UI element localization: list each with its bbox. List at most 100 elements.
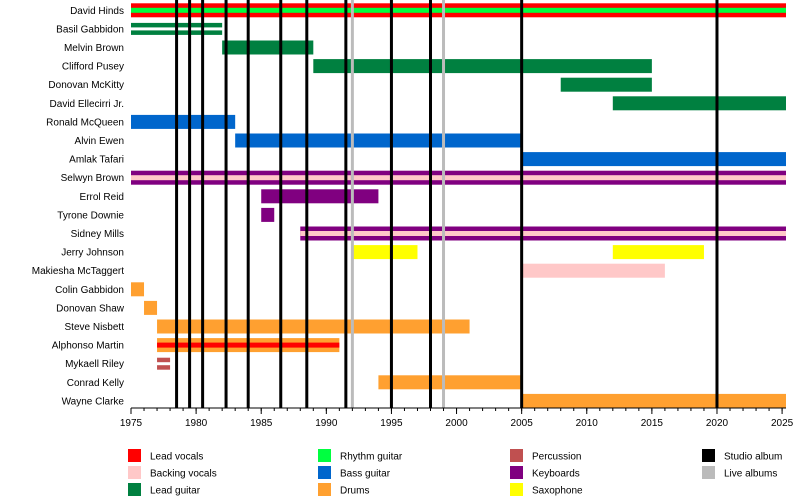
member-row-ronald-mcqueen [131, 114, 236, 129]
member-row-conrad-kelly [378, 375, 522, 390]
member-name-alphonso-martin: Alphonso Martin [52, 341, 124, 352]
legend-item-bass-guitar: Bass guitar [318, 466, 391, 480]
member-row-alvin-ewen [235, 133, 522, 148]
bar-lead-guitar [222, 40, 314, 55]
x-tick-label: 2015 [641, 418, 664, 429]
x-tick-label: 2025 [771, 418, 794, 429]
legend-item-lead-vocals: Lead vocals [128, 449, 203, 463]
x-tick-label: 2005 [511, 418, 534, 429]
legend-swatch [128, 483, 141, 496]
member-row-makiesha-mctaggert [521, 263, 665, 278]
bar-rhythm-guitar [131, 7, 786, 13]
member-row-melvin-brown [222, 40, 314, 55]
legend-label: Lead guitar [150, 486, 201, 497]
legend-label: Bass guitar [340, 469, 391, 480]
member-row-selwyn-brown [131, 170, 786, 185]
legend-label: Keyboards [532, 469, 580, 480]
bar-drums [521, 393, 786, 408]
legend-item-studio-album: Studio album [702, 449, 782, 463]
legend-item-percussion: Percussion [510, 449, 581, 463]
bar-lead-guitar [313, 59, 652, 74]
x-tick-label: 1985 [250, 418, 273, 429]
member-name-donovan-shaw: Donovan Shaw [56, 303, 125, 314]
x-tick-label: 2020 [706, 418, 729, 429]
bar-percussion [157, 357, 171, 363]
member-row-donovan-mckitty [560, 77, 652, 92]
bar-saxophone [352, 245, 418, 260]
member-row-david-hinds [131, 3, 786, 18]
legend-label: Lead vocals [150, 452, 203, 463]
legend-item-saxophone: Saxophone [510, 483, 583, 497]
member-name-jerry-johnson: Jerry Johnson [61, 248, 124, 259]
member-name-steve-nisbett: Steve Nisbett [65, 322, 125, 333]
legend-label: Saxophone [532, 486, 583, 497]
legend-swatch [510, 466, 523, 479]
x-tick-label: 1975 [120, 418, 143, 429]
member-name-ronald-mcqueen: Ronald McQueen [46, 117, 124, 128]
x-tick-label: 2010 [576, 418, 599, 429]
album-lines [175, 0, 719, 408]
bar-keyboards [261, 207, 275, 222]
legend-swatch [702, 466, 715, 479]
member-name-colin-gabbidon: Colin Gabbidon [55, 285, 124, 296]
bar-backing-vocals [131, 175, 786, 181]
member-row-clifford-pusey [313, 59, 652, 74]
bar-drums [378, 375, 522, 390]
member-name-sidney-mills: Sidney Mills [71, 229, 124, 240]
legend-swatch [128, 466, 141, 479]
bar-bass-guitar [521, 152, 786, 167]
legend-swatch [128, 449, 141, 462]
legend-swatch [702, 449, 715, 462]
member-name-amlak-tafari: Amlak Tafari [69, 155, 124, 166]
bar-bass-guitar [131, 114, 236, 129]
legend-label: Backing vocals [150, 469, 217, 480]
member-name-mykaell-riley: Mykaell Riley [65, 359, 124, 370]
member-row-colin-gabbidon [131, 282, 145, 297]
legend-item-backing-vocals: Backing vocals [128, 466, 217, 480]
member-name-donovan-mckitty: Donovan McKitty [48, 80, 124, 91]
bar-percussion [157, 365, 171, 370]
member-name-david-ellecirri-jr: David Ellecirri Jr. [50, 99, 124, 110]
member-bars [131, 3, 786, 408]
member-row-wayne-clarke [521, 393, 786, 408]
bar-bass-guitar [235, 133, 522, 148]
legend-label: Percussion [532, 452, 581, 463]
member-name-conrad-kelly: Conrad Kelly [67, 378, 124, 389]
member-row-tyrone-downie [261, 207, 275, 222]
member-name-makiesha-mctaggert: Makiesha McTaggert [32, 266, 124, 277]
x-tick-label: 1990 [315, 418, 338, 429]
bar-lead-guitar [560, 77, 652, 92]
member-name-wayne-clarke: Wayne Clarke [62, 396, 125, 407]
member-name-tyrone-downie: Tyrone Downie [57, 210, 124, 221]
legend-item-drums: Drums [318, 483, 369, 497]
legend-swatch [510, 449, 523, 462]
member-row-amlak-tafari [521, 152, 786, 167]
member-row-david-ellecirri-jr [612, 96, 786, 111]
bar-saxophone [612, 245, 704, 260]
legend-swatch [510, 483, 523, 496]
member-name-melvin-brown: Melvin Brown [64, 43, 124, 54]
x-tick-label: 2000 [445, 418, 468, 429]
member-name-errol-reid: Errol Reid [80, 192, 124, 203]
x-tick-label: 1995 [380, 418, 403, 429]
legend-label: Rhythm guitar [340, 452, 403, 463]
member-row-jerry-johnson [352, 245, 704, 260]
member-name-alvin-ewen: Alvin Ewen [75, 136, 124, 147]
member-name-selwyn-brown: Selwyn Brown [61, 173, 124, 184]
legend-swatch [318, 466, 331, 479]
legend-item-live-album: Live albums [702, 466, 777, 480]
legend-swatch [318, 449, 331, 462]
member-row-errol-reid [261, 189, 379, 204]
legend-item-keyboards: Keyboards [510, 466, 580, 480]
member-row-donovan-shaw [144, 300, 158, 315]
member-row-sidney-mills [300, 226, 786, 241]
legend-swatch [318, 483, 331, 496]
member-row-mykaell-riley [157, 357, 171, 370]
bar-drums [131, 282, 145, 297]
member-name-david-hinds: David Hinds [70, 6, 124, 17]
legend-label: Drums [340, 486, 369, 497]
